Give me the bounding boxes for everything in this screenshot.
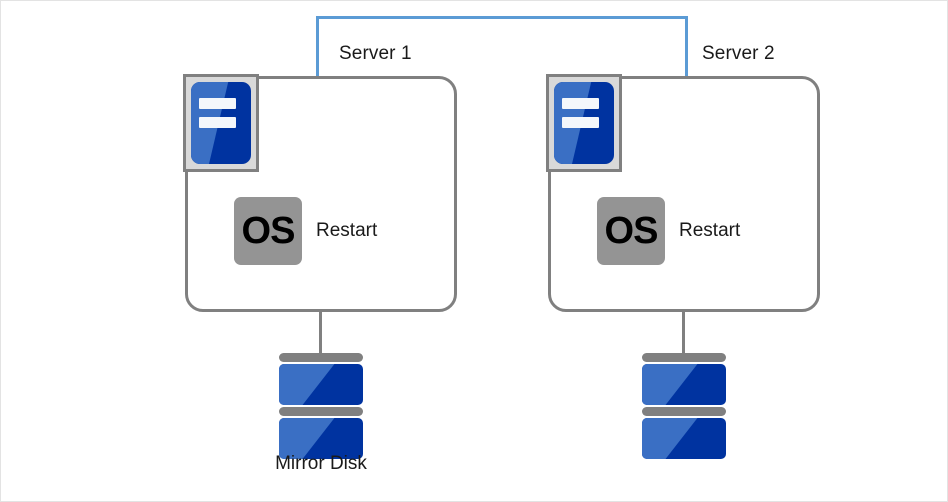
server-1-title: Server 1: [339, 43, 412, 64]
server-rack-icon: [183, 74, 259, 172]
server-1-os-status: OS Restart: [234, 197, 377, 265]
disk-block-2: [279, 418, 363, 459]
server-chassis-shape: [554, 82, 614, 164]
server-1-disk-icon: [279, 353, 363, 461]
disk-plate-2: [642, 407, 726, 416]
server-2-disk-icon: [642, 353, 726, 461]
disk-plate-1: [279, 353, 363, 362]
interconnect-right-segment: [685, 16, 688, 78]
os-badge-icon: OS: [234, 197, 302, 265]
server-node-1: Server 1 OS Restart Mirror Disk: [179, 1, 479, 501]
server-slot-bar-2: [561, 117, 599, 128]
disk-plate-1: [642, 353, 726, 362]
interconnect-left-segment: [316, 16, 319, 78]
disk-block-1: [642, 364, 726, 405]
os-badge-icon: OS: [597, 197, 665, 265]
server-2-disk-connector: [682, 312, 685, 356]
disk-block-1: [279, 364, 363, 405]
server-1-status-label: Restart: [316, 220, 378, 241]
interconnect-top-segment: [316, 16, 688, 19]
server-1-disk-connector: [319, 312, 322, 356]
server-2-os-status: OS Restart: [597, 197, 740, 265]
server-slot-bar-1: [198, 98, 236, 110]
server-node-2: Server 2 OS Restart: [542, 1, 842, 501]
server-1-disk-label: Mirror Disk: [275, 453, 367, 474]
server-2-status-label: Restart: [679, 220, 741, 241]
server-chassis-shape: [191, 82, 251, 164]
disk-plate-2: [279, 407, 363, 416]
server-2-title: Server 2: [702, 43, 775, 64]
server-rack-icon: [546, 74, 622, 172]
server-slot-bar-1: [561, 98, 599, 110]
server-slot-bar-2: [198, 117, 236, 128]
disk-block-2: [642, 418, 726, 459]
